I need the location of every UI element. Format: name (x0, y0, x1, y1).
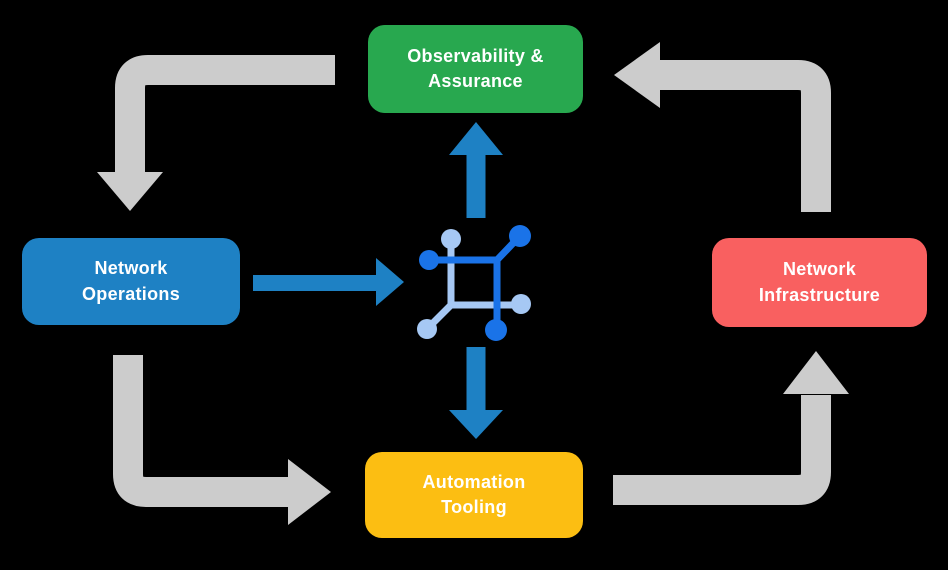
arrow-shaft (613, 395, 831, 505)
network-mesh-icon (417, 225, 531, 341)
mesh-node-top (441, 229, 461, 249)
mesh-node-top-right (509, 225, 531, 247)
arrow-operations-to-automation (113, 355, 331, 525)
arrow-head-down-icon (449, 410, 503, 439)
arrow-shaft (115, 55, 335, 174)
mesh-node-bottom-left (417, 319, 437, 339)
arrow-automation-to-infrastructure (613, 351, 849, 505)
arrow-head-right-icon (376, 258, 404, 306)
mesh-node-bottom (485, 319, 507, 341)
arrow-head-up-icon (449, 122, 503, 155)
arrow-head-left-icon (614, 42, 660, 108)
arrow-center-to-observability (449, 122, 503, 218)
node-observability-assurance: Observability & Assurance (368, 25, 583, 113)
node-network-infrastructure: Network Infrastructure (712, 238, 927, 327)
node-label-line1: Network (94, 258, 168, 279)
arrow-shaft (113, 355, 290, 507)
node-label-line2: Assurance (428, 71, 523, 91)
arrow-center-to-automation (449, 347, 503, 439)
node-label-line1: Observability & (407, 45, 544, 66)
node-network-operations: Network Operations (22, 238, 240, 325)
mesh-node-left (419, 250, 439, 270)
arrow-observability-to-operations (97, 55, 335, 211)
arrow-head-down-icon (97, 172, 163, 211)
node-automation-tooling: Automation Tooling (365, 452, 583, 538)
node-label-line2: Infrastructure (758, 284, 881, 305)
mesh-node-right (511, 294, 531, 314)
arrow-head-right-icon (288, 459, 331, 525)
arrow-shaft (658, 60, 831, 212)
arrow-infrastructure-to-observability (614, 42, 831, 212)
node-label-line1: Automation (422, 471, 526, 492)
node-label-line2: Tooling (441, 497, 507, 517)
arrow-operations-to-center (253, 258, 404, 306)
arrow-head-up-icon (783, 351, 849, 394)
node-label-line1: Network (782, 259, 857, 280)
node-label-line2: Operations (81, 283, 181, 304)
